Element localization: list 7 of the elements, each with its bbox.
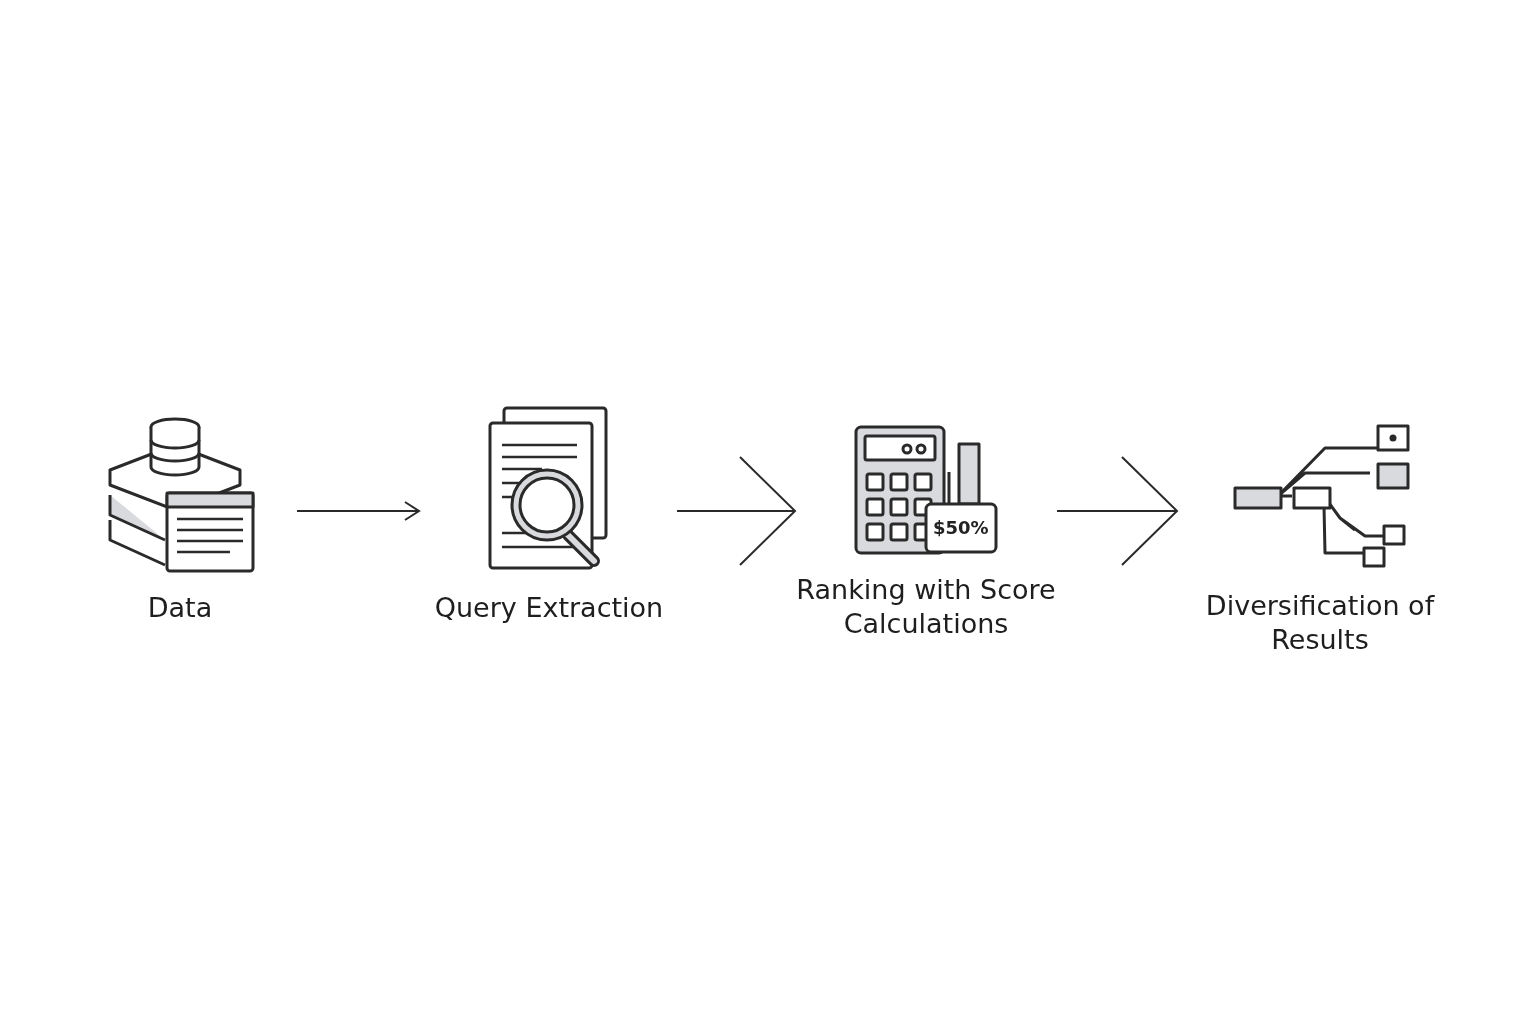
- step-label: Data: [147, 591, 213, 625]
- arrow: [296, 501, 420, 521]
- arrow: [676, 456, 796, 566]
- arrow: [1056, 456, 1178, 566]
- step-label: Ranking with Score Calculations: [795, 573, 1057, 641]
- step-label: Diversification of Results: [1205, 589, 1435, 657]
- step-label: Query Extraction: [434, 591, 664, 625]
